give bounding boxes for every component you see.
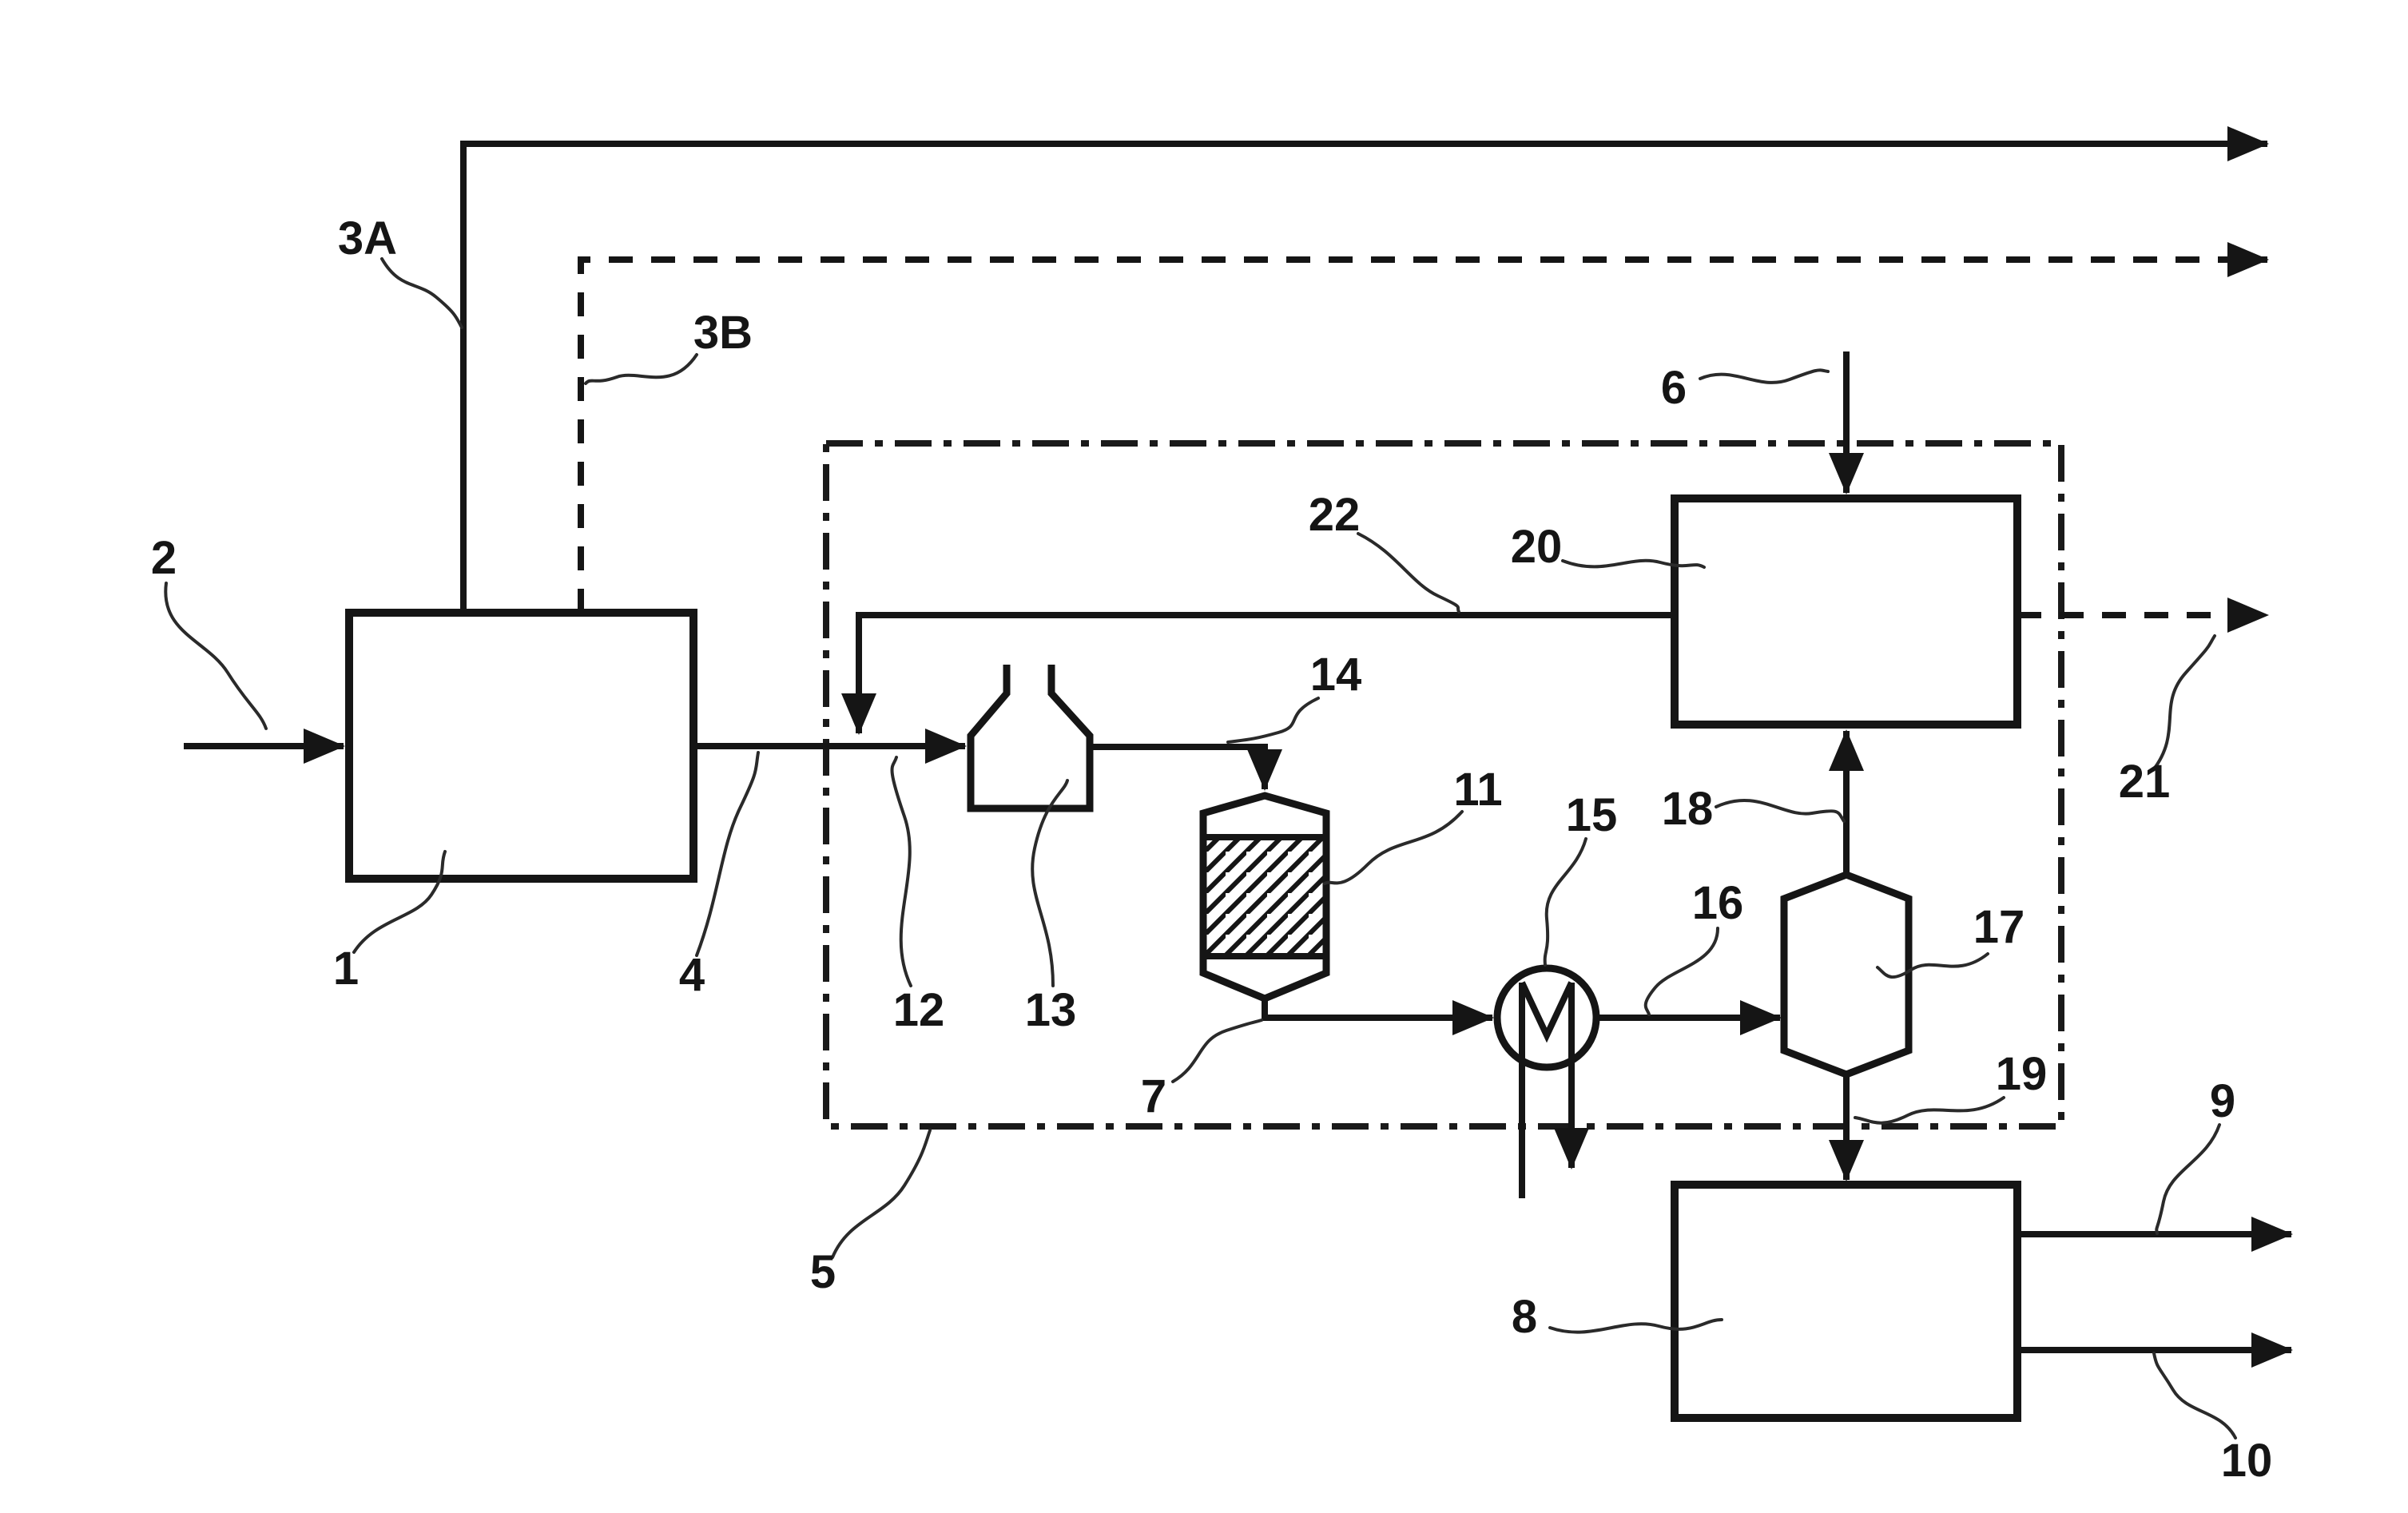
leader-9 [2155, 1123, 2221, 1235]
label-7: 7 [1141, 1070, 1166, 1122]
label-8: 8 [1512, 1291, 1537, 1343]
label-2: 2 [151, 532, 177, 584]
leader-15 [1543, 837, 1587, 967]
label-12: 12 [893, 984, 945, 1036]
leader-10 [2152, 1352, 2237, 1440]
leader-3B [584, 353, 698, 385]
hopper-13 [967, 665, 1094, 812]
recycle-22-arrow [841, 612, 1675, 735]
heat-exchanger-m-symbol [1519, 981, 1575, 1043]
leader-2 [164, 582, 268, 730]
stream-3a-arrow [460, 126, 2269, 613]
label-9: 9 [2210, 1075, 2235, 1127]
leader-1 [352, 850, 447, 954]
leader-12 [890, 756, 912, 987]
leader-19 [1854, 1096, 2005, 1125]
leader-17 [1876, 952, 1989, 979]
label-10: 10 [2221, 1435, 2273, 1487]
stream-7-arrow [1262, 999, 1494, 1035]
leader-5 [831, 1129, 932, 1259]
stream-14-arrow [1090, 744, 1282, 791]
label-6: 6 [1661, 362, 1687, 414]
label-5: 5 [810, 1246, 836, 1298]
label-13: 13 [1025, 984, 1077, 1036]
label-14: 14 [1310, 649, 1362, 701]
leader-3A [380, 257, 463, 329]
label-3B: 3B [693, 307, 753, 359]
leader-21 [2152, 634, 2216, 772]
leader-6 [1699, 368, 1830, 384]
label-20: 20 [1511, 521, 1563, 573]
leader-4 [695, 751, 760, 957]
leader-18 [1715, 798, 1846, 823]
separator-vessel-17 [1780, 871, 1913, 1078]
label-3A: 3A [338, 212, 397, 264]
label-17: 17 [1973, 901, 2025, 953]
catalyst-bed-hatch [1206, 840, 1323, 953]
leader-11 [1323, 810, 1464, 885]
leader-8 [1548, 1318, 1723, 1334]
heat-exchanger-15 [1493, 964, 1600, 1071]
leader-14 [1226, 697, 1320, 744]
label-1: 1 [333, 943, 359, 995]
unit-box-8 [1671, 1181, 2021, 1422]
label-16: 16 [1692, 877, 1744, 929]
label-18: 18 [1662, 783, 1714, 835]
label-22: 22 [1309, 489, 1361, 541]
leader-22 [1357, 532, 1460, 614]
unit-box-1 [345, 609, 697, 883]
label-15: 15 [1566, 789, 1618, 841]
leader-20 [1561, 558, 1706, 569]
label-11: 11 [1453, 764, 1502, 816]
leader-13 [1031, 779, 1069, 987]
unit-box-20 [1671, 494, 2021, 729]
label-21: 21 [2119, 756, 2171, 808]
label-4: 4 [679, 949, 705, 1001]
leader-16 [1643, 927, 1719, 1016]
leader-7 [1171, 1019, 1263, 1083]
stream-3b-dashed-arrow [578, 242, 2269, 613]
label-19: 19 [1996, 1048, 2048, 1100]
